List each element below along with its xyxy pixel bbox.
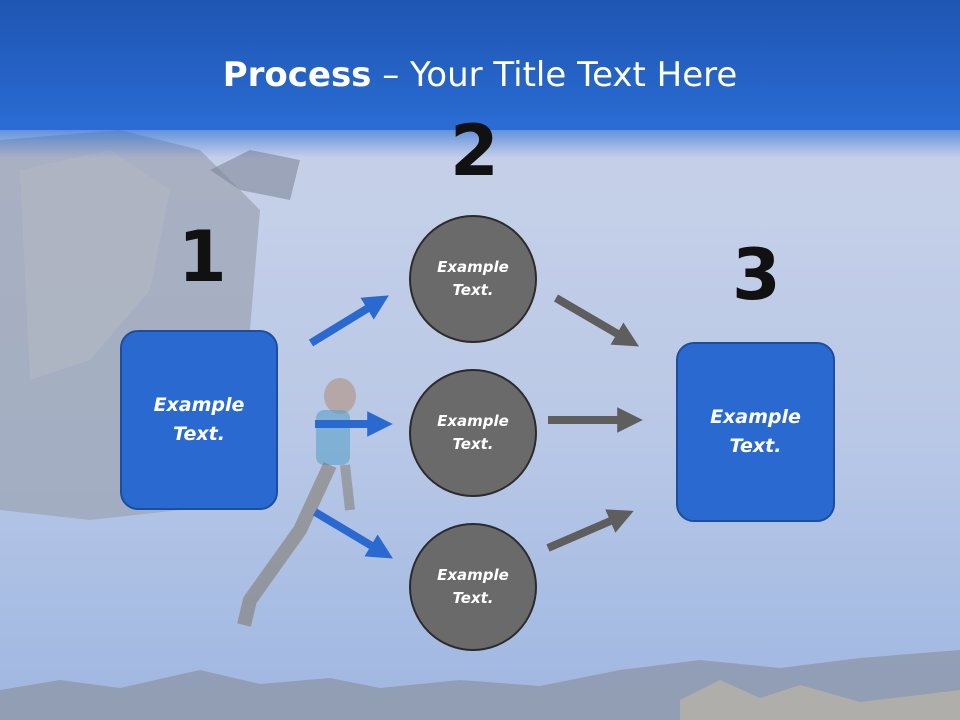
step-1-text-line1: Example [153,394,245,416]
slide-title: Process – Your Title Text Here [0,55,960,95]
title-bar [0,0,960,130]
step-number-2: 2 [450,110,499,192]
step-number-1: 1 [178,216,227,298]
arrow-up-gray [546,509,634,552]
arrow-down-gray [553,294,640,347]
circle-bottom-line1: Example [437,566,509,584]
title-bold: Process [222,55,372,95]
title-bar-fade [0,118,960,158]
step-number-3: 3 [732,234,781,316]
circle-top-line2: Text. [452,281,494,299]
circle-top-line1: Example [437,258,509,276]
arrow-up-blue [308,295,389,347]
arrow-down-blue [312,508,393,559]
circle-middle-line2: Text. [452,435,494,453]
step-3-text-line1: Example [710,406,801,428]
step-1-text-line2: Text. [173,423,225,445]
step-3-text-line2: Text. [729,435,782,457]
title-rest: – Your Title Text Here [371,55,738,95]
circle-middle-line1: Example [437,412,509,430]
circle-bottom-line2: Text. [452,589,494,607]
mountains-image [0,650,960,720]
